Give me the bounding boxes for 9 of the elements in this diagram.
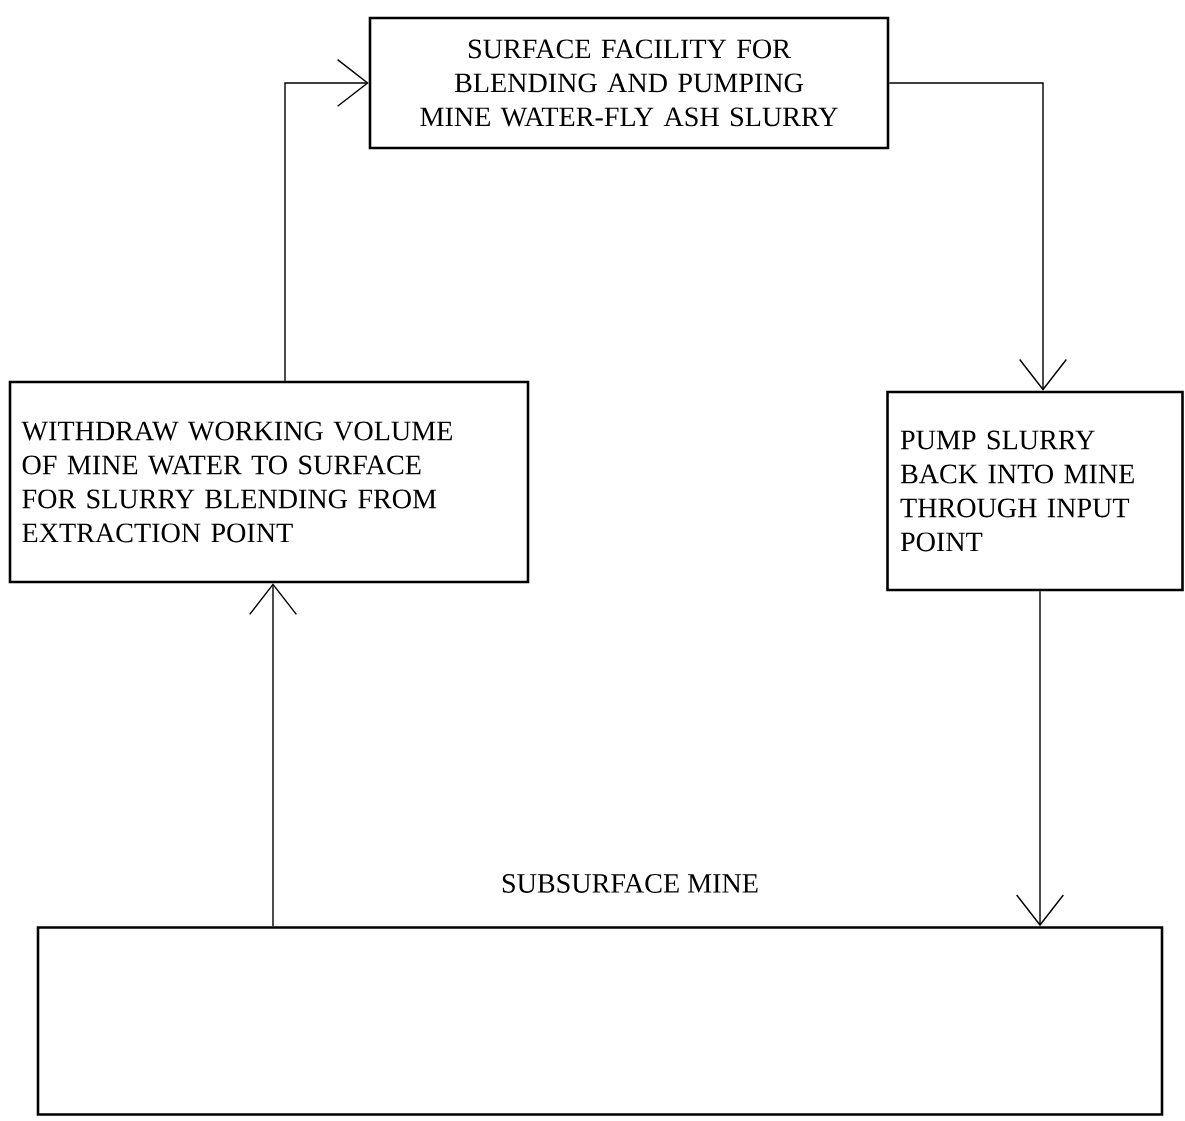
arrow xyxy=(284,58,369,382)
mine-box: SUBSURFACE MINE xyxy=(36,874,1164,1116)
process-box: WITHDRAW WORKING VOLUME OF MINE WATER TO SURFACE FOR SLURRY BLENDING FROM EXTRACTION POINT xyxy=(8,380,530,584)
arrow xyxy=(1015,590,1065,927)
arrow xyxy=(248,583,298,927)
arrow xyxy=(888,82,1068,391)
process-box: PUMP SLURRY BACK INTO MINE THROUGH INPUT POINT xyxy=(886,390,1184,592)
node-label: SUBSURFACE MINE xyxy=(502,873,758,893)
process-box: SURFACE FACILITY FOR BLENDING AND PUMPING MINE WATER-FLY ASH SLURRY xyxy=(368,16,890,150)
